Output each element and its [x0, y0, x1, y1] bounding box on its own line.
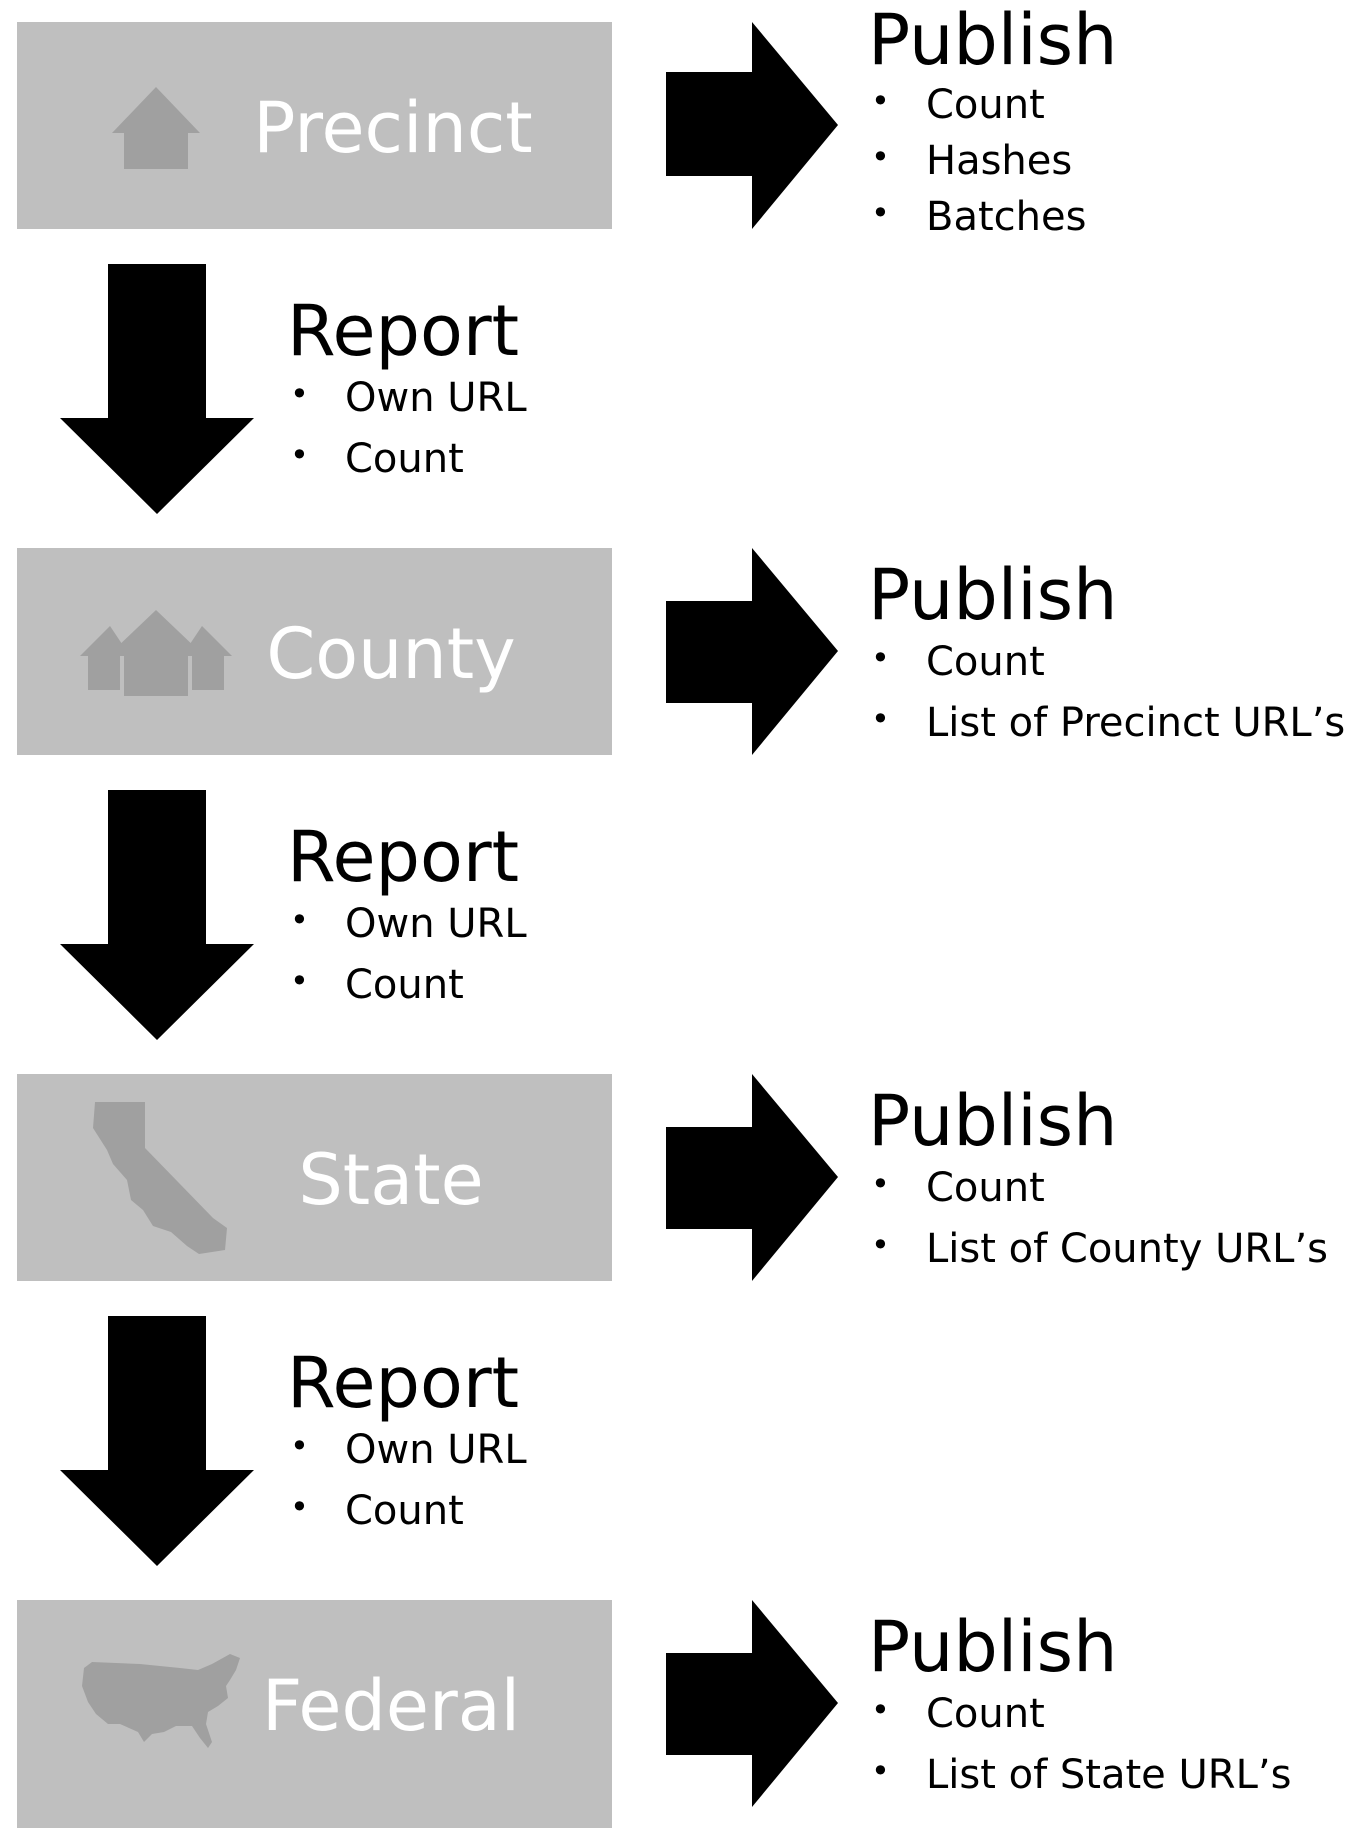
list-item: •Own URL — [290, 1427, 527, 1473]
level-label: County — [266, 613, 516, 695]
report-group: Report •Own URL •Count — [287, 1348, 527, 1552]
house-icon — [112, 87, 200, 169]
list-item: •Count — [871, 1165, 1045, 1211]
report-title: Report — [287, 816, 520, 898]
report-group: Report •Own URL •Count — [287, 296, 527, 500]
list-item: •Count — [871, 639, 1045, 685]
level-box-county: County — [17, 548, 612, 755]
bullet: • — [290, 1488, 309, 1526]
california-icon — [93, 1102, 227, 1254]
list-item: •List of State URL’s — [871, 1752, 1292, 1798]
bullet: • — [871, 639, 890, 677]
publish-title: Publish — [868, 554, 1118, 636]
right-arrow-icon — [666, 548, 838, 755]
level-label: State — [298, 1139, 484, 1221]
bullet: • — [871, 82, 890, 120]
list-item: •Count — [871, 1691, 1045, 1737]
list-item: •List of Precinct URL’s — [871, 700, 1346, 746]
publish-group-federal: Publish •Count •List of State URL’s — [868, 1612, 1291, 1816]
bullet: • — [871, 1165, 890, 1203]
report-title: Report — [287, 1342, 520, 1424]
level-box-state: State — [17, 1074, 612, 1281]
list-item: •Own URL — [290, 901, 527, 947]
report-group: Report •Own URL •Count — [287, 822, 527, 1026]
down-arrow-icon — [60, 790, 254, 1040]
down-arrow-icon — [60, 1316, 254, 1566]
usa-map-icon — [82, 1654, 240, 1748]
bullet: • — [290, 962, 309, 1000]
list-item: •Hashes — [871, 138, 1073, 184]
list-item: •List of County URL’s — [871, 1226, 1328, 1272]
bullet: • — [290, 436, 309, 474]
bullet: • — [290, 1427, 309, 1465]
bullet: • — [871, 700, 890, 738]
bullet: • — [290, 901, 309, 939]
list-item: •Count — [290, 962, 464, 1008]
houses-icon — [80, 610, 232, 696]
right-arrow-icon — [666, 1074, 838, 1281]
bullet: • — [871, 1691, 890, 1729]
report-title: Report — [287, 290, 520, 372]
right-arrow-icon — [666, 1600, 838, 1807]
list-item: •Batches — [871, 194, 1087, 240]
right-arrow-icon — [666, 22, 838, 229]
level-label: Federal — [261, 1665, 521, 1747]
publish-title: Publish — [868, 1606, 1118, 1688]
list-item: •Count — [290, 436, 464, 482]
publish-group-precinct: Publish •Count •Hashes •Batches — [868, 5, 1118, 253]
level-label: Precinct — [253, 87, 533, 169]
bullet: • — [290, 375, 309, 413]
bullet: • — [871, 194, 890, 232]
level-box-precinct: Precinct — [17, 22, 612, 229]
bullet: • — [871, 138, 890, 176]
list-item: •Count — [290, 1488, 464, 1534]
down-arrow-icon — [60, 264, 254, 514]
publish-title: Publish — [868, 0, 1118, 81]
level-box-federal: Federal — [17, 1600, 612, 1828]
bullet: • — [871, 1752, 890, 1790]
publish-group-county: Publish •Count •List of Precinct URL’s — [868, 560, 1345, 764]
list-item: •Own URL — [290, 375, 527, 421]
publish-group-state: Publish •Count •List of County URL’s — [868, 1086, 1328, 1290]
list-item: •Count — [871, 82, 1045, 128]
bullet: • — [871, 1226, 890, 1264]
publish-title: Publish — [868, 1080, 1118, 1162]
